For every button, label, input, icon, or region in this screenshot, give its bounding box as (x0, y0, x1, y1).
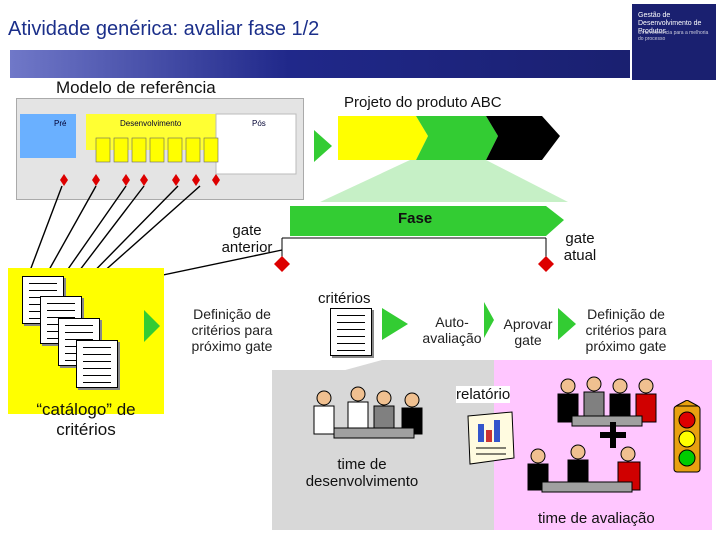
criteria-catalog-label: “catálogo” de critérios (36, 400, 136, 439)
project-phase-1 (338, 116, 428, 160)
post-phase-block (215, 113, 297, 175)
plus-icon (600, 422, 626, 448)
project-phase-2 (416, 116, 498, 160)
criteria-document-icon (330, 308, 372, 356)
self-assessment-label: Auto-avaliação (422, 314, 482, 346)
gate-current-label: gate atual (563, 230, 597, 264)
arrow-right-icon (558, 308, 576, 340)
criteria-label: critérios (318, 290, 371, 307)
page-title: Atividade genérica: avaliar fase 1/2 (8, 18, 320, 40)
process-arrows (382, 302, 576, 340)
eval-team-meeting-icon (527, 444, 641, 493)
previous-gate-diamond (274, 256, 290, 272)
phase-block (290, 206, 564, 236)
arrow-right-icon (382, 308, 408, 340)
pre-phase-block (20, 114, 76, 158)
arrow-right-icon (144, 310, 160, 342)
dev-team-people-icon (313, 386, 423, 439)
project-label: Projeto do produto ABC (344, 94, 502, 111)
arrow-right-icon (484, 302, 494, 338)
reference-model-label: Modelo de referência (56, 78, 216, 97)
approve-gate-label: Aprovar gate (503, 316, 553, 348)
current-gate-diamond (538, 256, 554, 272)
project-diagram (314, 116, 568, 202)
dev-team-label: time de desenvolvimento (305, 456, 419, 490)
reference-gates (60, 174, 220, 186)
reference-model-diagram: Pré Desenvolvimento Pós (20, 113, 297, 186)
eval-team-people-icon (557, 376, 657, 427)
phase-development: Desenvolvimento (120, 119, 182, 128)
traffic-light-icon (673, 400, 701, 473)
define-criteria-right: Definição de critérios para próximo gate (585, 306, 667, 354)
project-phase-3 (486, 116, 560, 160)
gate-previous-label: gate anterior (221, 222, 273, 256)
development-activities (95, 137, 219, 163)
logo-subtext: Uma referência para a melhoria do proces… (638, 30, 709, 42)
title-band (10, 50, 630, 78)
phase-pre: Pré (54, 119, 67, 128)
logo-text: Gestão de Desenvolvimento de Produtos (638, 12, 702, 35)
phase-label: Fase (398, 210, 433, 227)
report-document-icon (467, 411, 515, 465)
eval-team-label: time de avaliação (538, 510, 655, 527)
report-label: relatório (456, 386, 511, 403)
criteria-document-icon (76, 340, 118, 388)
phase-diagram (274, 206, 564, 272)
phase-zoom-cone (320, 160, 568, 202)
logo: Gestão de Desenvolvimento de Produtos Um… (632, 4, 716, 80)
team-area-shapes (272, 360, 712, 390)
arrow-to-project (314, 130, 332, 162)
phase-post: Pós (252, 119, 266, 128)
define-criteria-left: Definição de critérios para próximo gate (191, 306, 273, 354)
